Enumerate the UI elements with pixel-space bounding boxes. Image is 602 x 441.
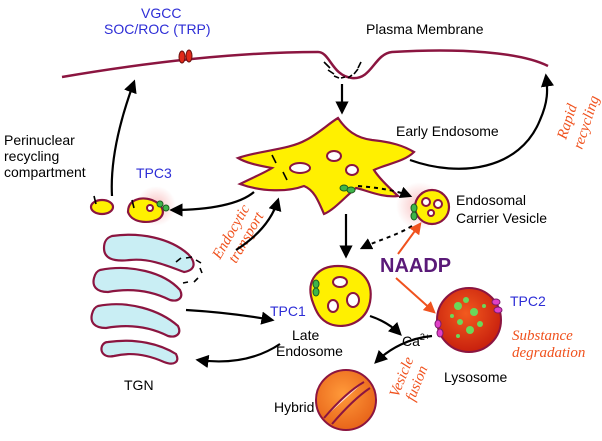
- plasma-membrane: [61, 49, 549, 80]
- arrow-carrier-to-late: [359, 225, 413, 250]
- perinuclear-label-1: Perinuclear: [4, 132, 75, 148]
- arrow-late-to-hybrid: [369, 314, 402, 336]
- arrow-tgn-to-early: [235, 197, 282, 251]
- coated-pit: [323, 61, 362, 79]
- arrow-tgn-to-late: [185, 308, 275, 325]
- hybrid-label: Hybrid: [274, 399, 314, 415]
- tgn-coated-vesicle: [175, 256, 203, 284]
- lysosome-pink-channel-left: [434, 319, 444, 338]
- lysosome-contents: [450, 297, 486, 338]
- tpc1-channel: [312, 279, 320, 297]
- perinuclear-label-3: compartment: [4, 164, 86, 180]
- tpc3-channel: [156, 200, 170, 212]
- tpc3-vesicle: [126, 197, 164, 224]
- endosomal-label: Endosomal: [456, 192, 526, 208]
- vgcc-label: VGCC: [141, 5, 181, 21]
- tpc1-label: TPC1: [270, 303, 306, 319]
- arrow-rapid-recycling: [409, 73, 555, 170]
- carrier-vesicle-label: Carrier Vesicle: [456, 210, 547, 226]
- early-endosome-lumen: [289, 150, 359, 176]
- early-endosome-green-channel: [339, 184, 356, 194]
- substance-label: Substance: [512, 328, 573, 344]
- degradation-label: degradation: [512, 345, 585, 361]
- arrow-early-to-perinuclear: [169, 191, 255, 217]
- tpc2-label: TPC2: [510, 293, 546, 309]
- hybrid-organelle: [315, 369, 377, 431]
- late-endosome: [309, 264, 372, 328]
- naadp-label: NAADP: [380, 255, 451, 277]
- perinuclear-label-2: recycling: [4, 148, 59, 164]
- tgn-label: TGN: [124, 377, 154, 393]
- tpc3-label: TPC3: [136, 165, 172, 181]
- endosomal-carrier-vesicle: [413, 188, 451, 226]
- tgn-golgi: [90, 233, 195, 365]
- vgcc-channel: [178, 49, 193, 64]
- carrier-vesicle-green-channel: [410, 203, 418, 221]
- soc-roc-label: SOC/ROC (TRP): [104, 21, 211, 37]
- early-endosome: [235, 116, 416, 216]
- tpc2-channel: [491, 298, 503, 314]
- arrow-perinuclear-to-membrane: [110, 79, 137, 197]
- early-endosome-label: Early Endosome: [396, 123, 499, 139]
- arrow-late-to-tgn: [195, 343, 281, 368]
- perinuclear-vesicle-small: [89, 198, 115, 216]
- naadp-to-carrier-arrow: [397, 222, 422, 255]
- endosome-label: Endosome: [276, 343, 343, 359]
- lysosome: [436, 287, 502, 353]
- naadp-to-lysosome-arrow: [395, 277, 436, 314]
- calcium-label: Ca2+: [402, 332, 430, 349]
- plasma-membrane-label: Plasma Membrane: [366, 21, 484, 37]
- late-label: Late: [292, 327, 319, 343]
- arrow-lysosome-to-hybrid: [374, 334, 433, 364]
- lysosome-label: Lysosome: [444, 369, 508, 385]
- arrow-early-to-carrier: [357, 185, 413, 199]
